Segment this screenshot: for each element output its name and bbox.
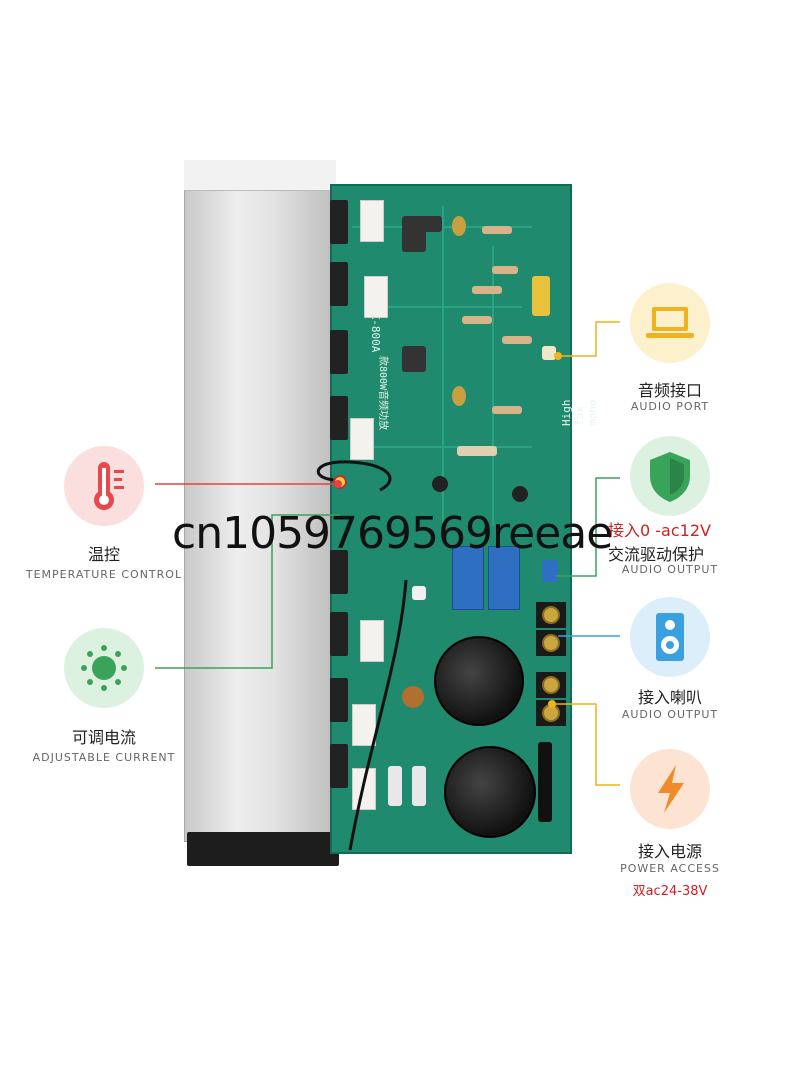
power-en-label: POWER ACCESS [620, 862, 720, 875]
audio-port-cn-label: 音频接口 [637, 381, 702, 400]
current-cn-label: 可调电流 [71, 728, 136, 747]
shield-icon [650, 452, 690, 502]
power-resistor [364, 276, 388, 318]
lightning-icon [658, 765, 684, 813]
protection-en-label: AUDIO OUTPUT [621, 563, 719, 576]
temperature-en-label: TEMPERATURE CONTROL [25, 568, 183, 581]
power-transistor [330, 396, 348, 440]
power-resistor [360, 620, 384, 662]
power-cn-label: 接入电源 [637, 842, 702, 861]
heatsink-top [184, 160, 336, 191]
terminal-screw [542, 676, 560, 694]
laptop-icon [646, 307, 694, 338]
protection-badge [630, 436, 710, 516]
power-transistor [330, 200, 348, 244]
speaker-badge [630, 597, 710, 677]
heatsink [184, 160, 336, 842]
speaker-cn-label: 接入喇叭 [637, 688, 702, 707]
power-transistor [330, 330, 348, 374]
audio-port-badge [630, 283, 710, 363]
amplifier-pcb: DX-800A 款800W音频功放 High fax mono [330, 184, 599, 854]
thermometer-icon [94, 462, 124, 510]
audio-port-en-label: AUDIO PORT [630, 400, 710, 413]
power-red-label: 双ac24-38V [632, 884, 708, 899]
cooling-fan [187, 832, 339, 866]
power-transistor [330, 678, 348, 722]
speaker-en-label: AUDIO OUTPUT [621, 708, 719, 721]
power-badge [630, 749, 710, 829]
power-resistor [350, 418, 374, 460]
protection-cn-label: 交流驱动保护 [608, 545, 705, 564]
current-badge [64, 628, 144, 708]
power-transistor [330, 550, 348, 594]
watermark-text: cn1059769569reeae [172, 508, 613, 559]
terminal-screw [542, 606, 560, 624]
terminal-screw [542, 634, 560, 652]
power-transistor [330, 612, 348, 656]
power-transistor [330, 262, 348, 306]
protection-red-label: 接入0 -ac12V [608, 521, 711, 540]
sun-dial-icon [81, 645, 127, 691]
power-transistor [330, 744, 348, 788]
current-en-label: ADJUSTABLE CURRENT [32, 751, 176, 764]
temperature-cn-label: 温控 [87, 545, 120, 564]
power-resistor [360, 200, 384, 242]
temperature-badge [64, 446, 144, 526]
speaker-icon [656, 613, 684, 661]
power-resistor [352, 704, 376, 746]
